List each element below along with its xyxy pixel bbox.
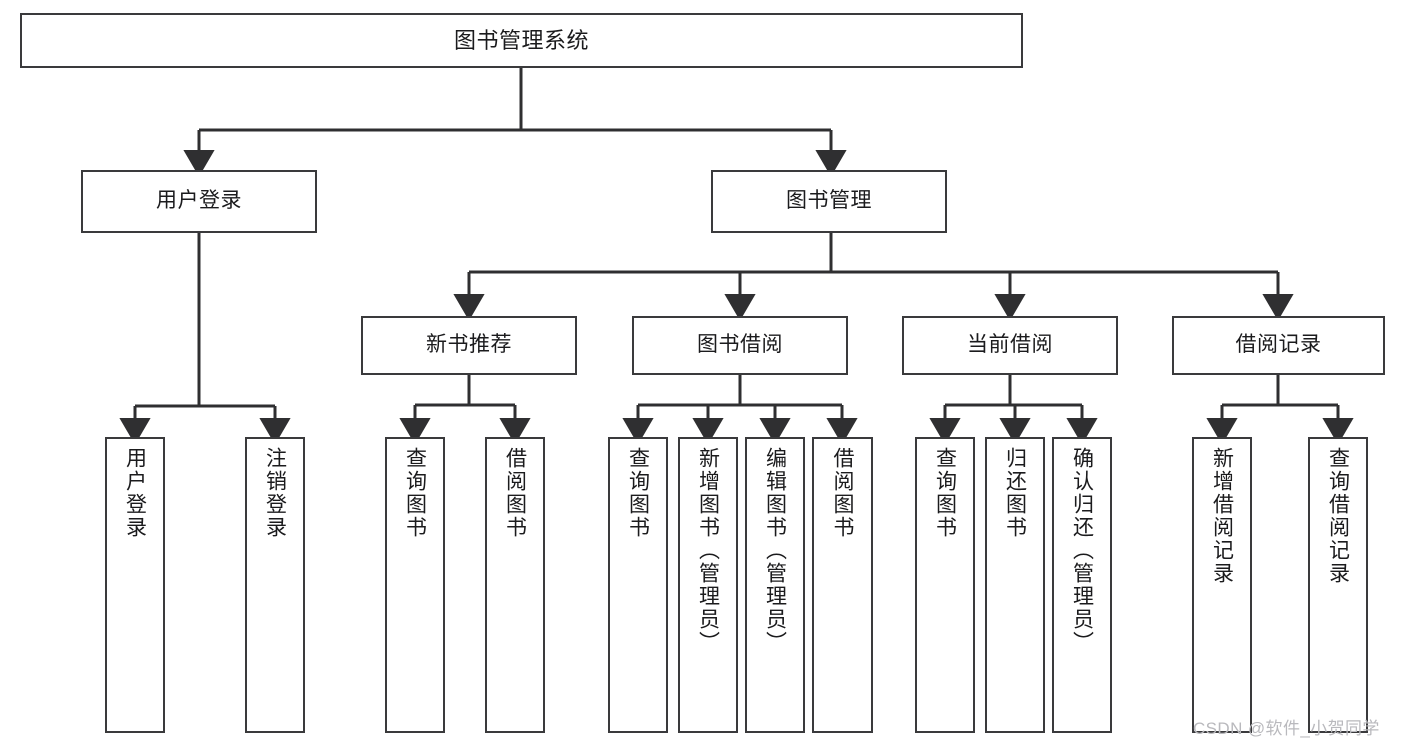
node-label: 当前借阅 bbox=[967, 333, 1053, 357]
leaf-user-login[interactable]: 用户登录 bbox=[105, 437, 165, 733]
node-label: 图书管理 bbox=[786, 189, 872, 213]
leaf-borrow-borrow-book[interactable]: 借阅图书 bbox=[812, 437, 873, 733]
node-label: 借阅图书 bbox=[831, 447, 854, 539]
leaf-current-query-book[interactable]: 查询图书 bbox=[915, 437, 975, 733]
node-label: 新增图书（管理员） bbox=[696, 447, 720, 654]
node-current-borrow[interactable]: 当前借阅 bbox=[902, 316, 1118, 375]
leaf-borrow-add-book[interactable]: 新增图书（管理员） bbox=[678, 437, 738, 733]
leaf-record-add-record[interactable]: 新增借阅记录 bbox=[1192, 437, 1252, 733]
node-label: 图书管理系统 bbox=[453, 27, 589, 53]
leaf-logout[interactable]: 注销登录 bbox=[245, 437, 305, 733]
node-label: 确认归还（管理员） bbox=[1070, 447, 1094, 654]
node-borrow-record[interactable]: 借阅记录 bbox=[1172, 316, 1385, 375]
node-label: 注销登录 bbox=[263, 447, 287, 539]
node-book-management[interactable]: 图书管理 bbox=[711, 170, 947, 233]
node-label: 借阅记录 bbox=[1235, 333, 1322, 357]
node-label: 查询图书 bbox=[403, 447, 427, 539]
leaf-current-confirm-return[interactable]: 确认归还（管理员） bbox=[1052, 437, 1112, 733]
leaf-borrow-edit-book[interactable]: 编辑图书（管理员） bbox=[745, 437, 805, 733]
node-label: 归还图书 bbox=[1003, 447, 1027, 539]
node-book-borrow[interactable]: 图书借阅 bbox=[632, 316, 848, 375]
node-label: 用户登录 bbox=[156, 189, 242, 213]
leaf-borrow-query-book[interactable]: 查询图书 bbox=[608, 437, 668, 733]
node-label: 查询图书 bbox=[626, 447, 650, 539]
node-label: 查询图书 bbox=[933, 447, 957, 539]
leaf-recommend-borrow-book[interactable]: 借阅图书 bbox=[485, 437, 545, 733]
node-user-login[interactable]: 用户登录 bbox=[81, 170, 317, 233]
node-root-system[interactable]: 图书管理系统 bbox=[20, 13, 1023, 68]
node-label: 用户登录 bbox=[123, 447, 147, 539]
node-new-book-recommendation[interactable]: 新书推荐 bbox=[361, 316, 577, 375]
node-label: 查询借阅记录 bbox=[1326, 447, 1350, 585]
watermark-text: CSDN @软件_小贺同学 bbox=[1193, 719, 1380, 738]
node-label: 新书推荐 bbox=[426, 333, 512, 357]
leaf-record-query-record[interactable]: 查询借阅记录 bbox=[1308, 437, 1368, 733]
node-label: 新增借阅记录 bbox=[1210, 447, 1234, 585]
node-label: 图书借阅 bbox=[697, 333, 783, 357]
node-label: 编辑图书（管理员） bbox=[763, 447, 787, 654]
leaf-recommend-query-book[interactable]: 查询图书 bbox=[385, 437, 445, 733]
leaf-current-return-book[interactable]: 归还图书 bbox=[985, 437, 1045, 733]
node-label: 借阅图书 bbox=[503, 447, 527, 539]
